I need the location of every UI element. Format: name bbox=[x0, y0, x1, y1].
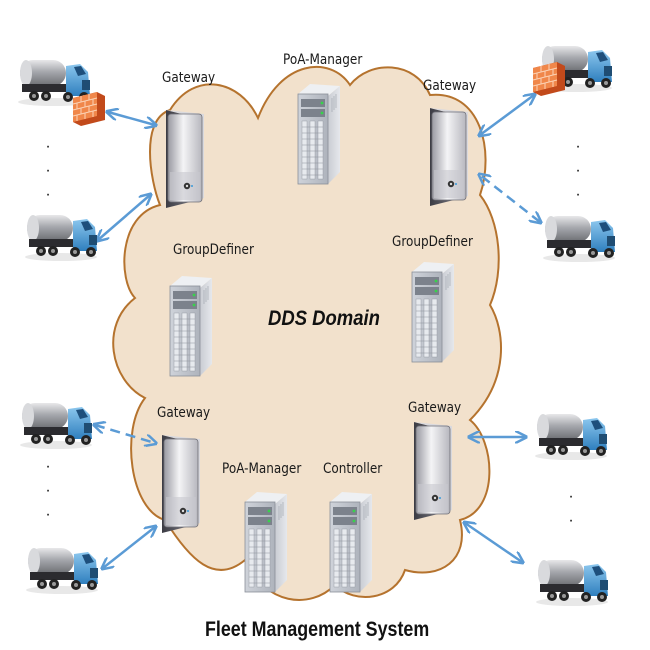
controller-server-icon bbox=[329, 491, 373, 593]
controller-label: Controller bbox=[323, 461, 383, 477]
link-truck-tl-1-gw-tl bbox=[108, 112, 155, 125]
link-truck-tr-2-gw-tr bbox=[480, 175, 540, 222]
poa-manager-top-server-icon bbox=[297, 83, 341, 185]
truck-top-left-2-icon bbox=[25, 215, 97, 261]
vehicle-ellipsis-top-right: ··· bbox=[575, 138, 581, 203]
gateway-top-right-icon bbox=[429, 107, 469, 207]
truck-bottom-left-2-icon bbox=[26, 548, 98, 594]
diagram-title: Fleet Management System bbox=[205, 618, 430, 641]
gateway-bottom-right-label: Gateway bbox=[408, 400, 462, 416]
gateway-bottom-left-icon bbox=[161, 434, 201, 534]
link-truck-bl-2-gw-bl bbox=[103, 527, 155, 568]
dds-domain-cloud bbox=[112, 65, 503, 601]
link-truck-bl-1-gw-bl bbox=[95, 425, 155, 443]
group-definer-right-server-icon bbox=[411, 261, 455, 363]
poa-manager-bottom-server-icon bbox=[244, 491, 288, 593]
links bbox=[95, 95, 540, 568]
gateway-top-left-icon bbox=[165, 109, 205, 209]
dds-domain-label: DDS Domain bbox=[268, 307, 380, 330]
gateway-bottom-left-label: Gateway bbox=[157, 405, 211, 421]
truck-bottom-left-1-icon bbox=[20, 403, 92, 449]
link-truck-tr-1-gw-tr bbox=[480, 95, 534, 135]
vehicle-ellipsis-bottom-left: ··· bbox=[45, 458, 51, 523]
link-truck-tl-2-gw-tl bbox=[98, 195, 150, 240]
truck-top-right-2-icon bbox=[543, 216, 615, 262]
firewall-top-left-icon bbox=[72, 91, 106, 127]
gateway-bottom-right-icon bbox=[413, 421, 453, 521]
vehicle-ellipsis-bottom-right: ·· bbox=[568, 488, 574, 529]
poa-manager-bottom-label: PoA-Manager bbox=[222, 461, 302, 477]
firewall-top-right-icon bbox=[532, 61, 566, 97]
vehicle-ellipsis-top-left: ··· bbox=[45, 138, 51, 203]
group-definer-left-server-icon bbox=[169, 275, 213, 377]
poa-manager-top-label: PoA-Manager bbox=[283, 52, 363, 68]
link-truck-br-2-gw-br bbox=[465, 523, 522, 562]
gateway-top-right-label: Gateway bbox=[423, 78, 477, 94]
group-definer-left-label: GroupDefiner bbox=[173, 242, 254, 258]
truck-bottom-right-1-icon bbox=[535, 414, 607, 460]
gateway-top-left-label: Gateway bbox=[162, 70, 216, 86]
truck-bottom-right-2-icon bbox=[536, 560, 608, 606]
group-definer-right-label: GroupDefiner bbox=[392, 234, 473, 250]
